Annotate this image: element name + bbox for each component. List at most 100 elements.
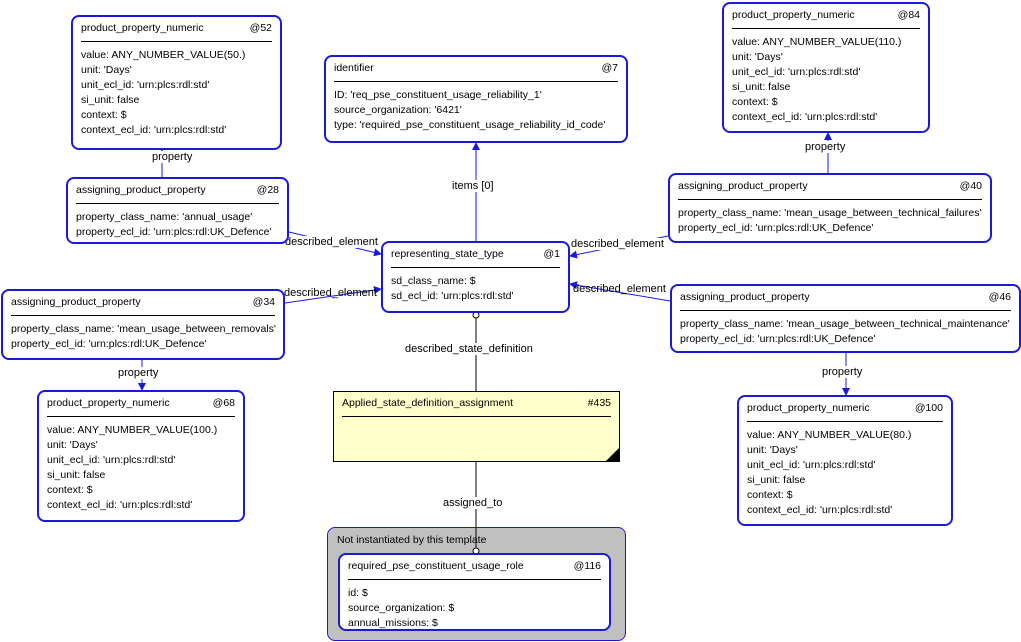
- edge-described-element-46: [569, 281, 671, 302]
- note-folded-corner: [606, 448, 619, 461]
- entity-attribute: value: ANY_NUMBER_VALUE(80.): [747, 429, 912, 441]
- entity-product-property-numeric-52[interactable]: product_property_numeric @52 value: ANY_NU…: [71, 15, 282, 150]
- entity-attribute: unit_ecl_id: 'urn:plcs:rdl:std': [81, 79, 210, 91]
- entity-instance-id: @40: [959, 180, 982, 192]
- entity-type-name: representing_state_type: [391, 248, 504, 260]
- label-described-element-28: described_element: [284, 236, 379, 248]
- entity-product-property-numeric-84[interactable]: product_property_numeric@84 value: ANY_NU…: [722, 2, 930, 133]
- entity-attribute: context: $: [747, 489, 793, 501]
- entity-header: required_pse_constituent_usage_role @116: [348, 560, 601, 574]
- entity-type-name: product_property_numeric: [81, 22, 204, 34]
- entity-attribute: unit_ecl_id: 'urn:plcs:rdl:std': [47, 454, 176, 466]
- entity-instance-id: @116: [573, 560, 601, 572]
- entity-type-name: product_property_numeric: [47, 397, 170, 409]
- label-property-68: property: [117, 367, 160, 379]
- entity-divider: [76, 203, 279, 204]
- entity-header: product_property_numeric @52: [81, 22, 272, 36]
- label-items: items [0]: [451, 180, 495, 192]
- entity-attribute: source_organization: '6421': [334, 104, 462, 116]
- entity-instance-id: @68: [212, 397, 235, 409]
- label-described-state-definition: described_state_definition: [404, 343, 534, 355]
- entity-attribute: si_unit: false: [732, 81, 791, 93]
- entity-header: product_property_numeric @68: [47, 397, 235, 411]
- entity-attribute: value: ANY_NUMBER_VALUE(100.): [47, 424, 218, 436]
- entity-instance-id: @52: [249, 22, 272, 34]
- entity-attribute: context: $: [732, 96, 778, 108]
- entity-attribute: unit_ecl_id: 'urn:plcs:rdl:std': [732, 66, 861, 78]
- note-id: #435: [587, 397, 611, 409]
- entity-attribute: source_organization: $: [348, 602, 455, 614]
- entity-type-name: assigning_product_property: [678, 180, 808, 192]
- note-divider: [342, 416, 611, 417]
- entity-attribute: property_class_name: 'mean_usage_between…: [680, 318, 1010, 330]
- entity-product-property-numeric-68[interactable]: product_property_numeric @68 value: ANY_NU…: [37, 390, 245, 522]
- entity-attribute: property_ecl_id: 'urn:plcs:rdl:UK_Defenc…: [680, 333, 876, 345]
- entity-attribute: property_class_name: 'mean_usage_between…: [678, 207, 982, 219]
- label-described-element-34: described_element: [284, 287, 377, 299]
- entity-attribute: context: $: [47, 484, 93, 496]
- entity-attribute: context_ecl_id: 'urn:plcs:rdl:std': [732, 111, 878, 123]
- label-property-84: property: [804, 141, 847, 153]
- entity-type-name: assigning_product_property: [680, 291, 810, 303]
- entity-attribute: sd_ecl_id: 'urn:plcs:rdl:std': [391, 290, 514, 302]
- entity-instance-id: @7: [601, 62, 619, 74]
- entity-attribute: context_ecl_id: 'urn:plcs:rdl:std': [47, 499, 193, 511]
- entity-type-name: identifier: [334, 62, 374, 74]
- entity-instance-id: @34: [252, 296, 275, 308]
- entity-attribute: context_ecl_id: 'urn:plcs:rdl:std': [81, 124, 227, 136]
- label-described-element-40: described_element: [570, 238, 665, 250]
- entity-divider: [747, 421, 943, 422]
- entity-attribute: property_ecl_id: 'urn:plcs:rdl:UK_Defenc…: [678, 222, 874, 234]
- entity-divider: [678, 199, 982, 200]
- note-applied-state-definition-assignment[interactable]: Applied_state_definition_assignment #435: [333, 391, 620, 462]
- entity-instance-id: @28: [256, 184, 279, 196]
- note-name: Applied_state_definition_assignment: [342, 397, 514, 409]
- entity-attribute: value: ANY_NUMBER_VALUE(110.): [732, 36, 902, 48]
- entity-attribute: context_ecl_id: 'urn:plcs:rdl:std': [747, 504, 893, 516]
- entity-assigning-product-property-40[interactable]: assigning_product_property @40 property_cl…: [668, 173, 992, 243]
- entity-header: representing_state_type @1: [391, 248, 560, 262]
- entity-attribute: type: 'required_pse_constituent_usage_re…: [334, 119, 606, 131]
- entity-attribute: unit: 'Days': [81, 64, 132, 76]
- entity-attribute: ID: 'req_pse_constituent_usage_reliabili…: [334, 89, 542, 101]
- entity-divider: [81, 41, 272, 42]
- entity-type-name: required_pse_constituent_usage_role: [348, 560, 524, 572]
- entity-divider: [11, 315, 275, 316]
- entity-header: product_property_numeric@84: [732, 9, 920, 23]
- entity-product-property-numeric-100[interactable]: product_property_numeric @100 value: ANY_N…: [737, 395, 953, 526]
- entity-instance-id: @1: [543, 248, 561, 260]
- entity-attribute: property_ecl_id: 'urn:plcs:rdl:UK_Defenc…: [76, 226, 272, 238]
- entity-representing-state-type-1[interactable]: representing_state_type @1 sd_class_name: …: [381, 241, 570, 313]
- entity-divider: [348, 579, 601, 580]
- entity-attribute: annual_missions: $: [348, 617, 438, 629]
- entity-attribute: si_unit: false: [81, 94, 140, 106]
- entity-attribute: sd_class_name: $: [391, 275, 476, 287]
- label-property-100: property: [821, 366, 864, 378]
- entity-attribute: si_unit: false: [747, 474, 806, 486]
- entity-header: assigning_product_property @34: [11, 296, 275, 310]
- entity-assigning-product-property-46[interactable]: assigning_product_property @46 property_cl…: [670, 284, 1021, 353]
- entity-attribute: unit: 'Days': [747, 444, 798, 456]
- entity-instance-id: @46: [988, 291, 1011, 303]
- entity-attribute: unit: 'Days': [47, 439, 98, 451]
- entity-attribute: property_class_name: 'annual_usage': [76, 211, 253, 223]
- entity-attribute: value: ANY_NUMBER_VALUE(50.): [81, 49, 246, 61]
- entity-type-name: product_property_numeric: [747, 402, 870, 414]
- entity-instance-id: @84: [897, 9, 920, 21]
- entity-header: assigning_product_property @40: [678, 180, 982, 194]
- edge-described-element-34: [284, 286, 382, 304]
- entity-type-name: assigning_product_property: [11, 296, 141, 308]
- entity-divider: [47, 416, 235, 417]
- entity-header: identifier @7: [334, 62, 618, 76]
- entity-header: product_property_numeric @100: [747, 402, 943, 416]
- entity-header: assigning_product_property @46: [680, 291, 1011, 305]
- entity-attribute: unit_ecl_id: 'urn:plcs:rdl:std': [747, 459, 876, 471]
- entity-attribute: si_unit: false: [47, 469, 106, 481]
- entity-attribute: context: $: [81, 109, 127, 121]
- entity-instance-id: @100: [914, 402, 943, 414]
